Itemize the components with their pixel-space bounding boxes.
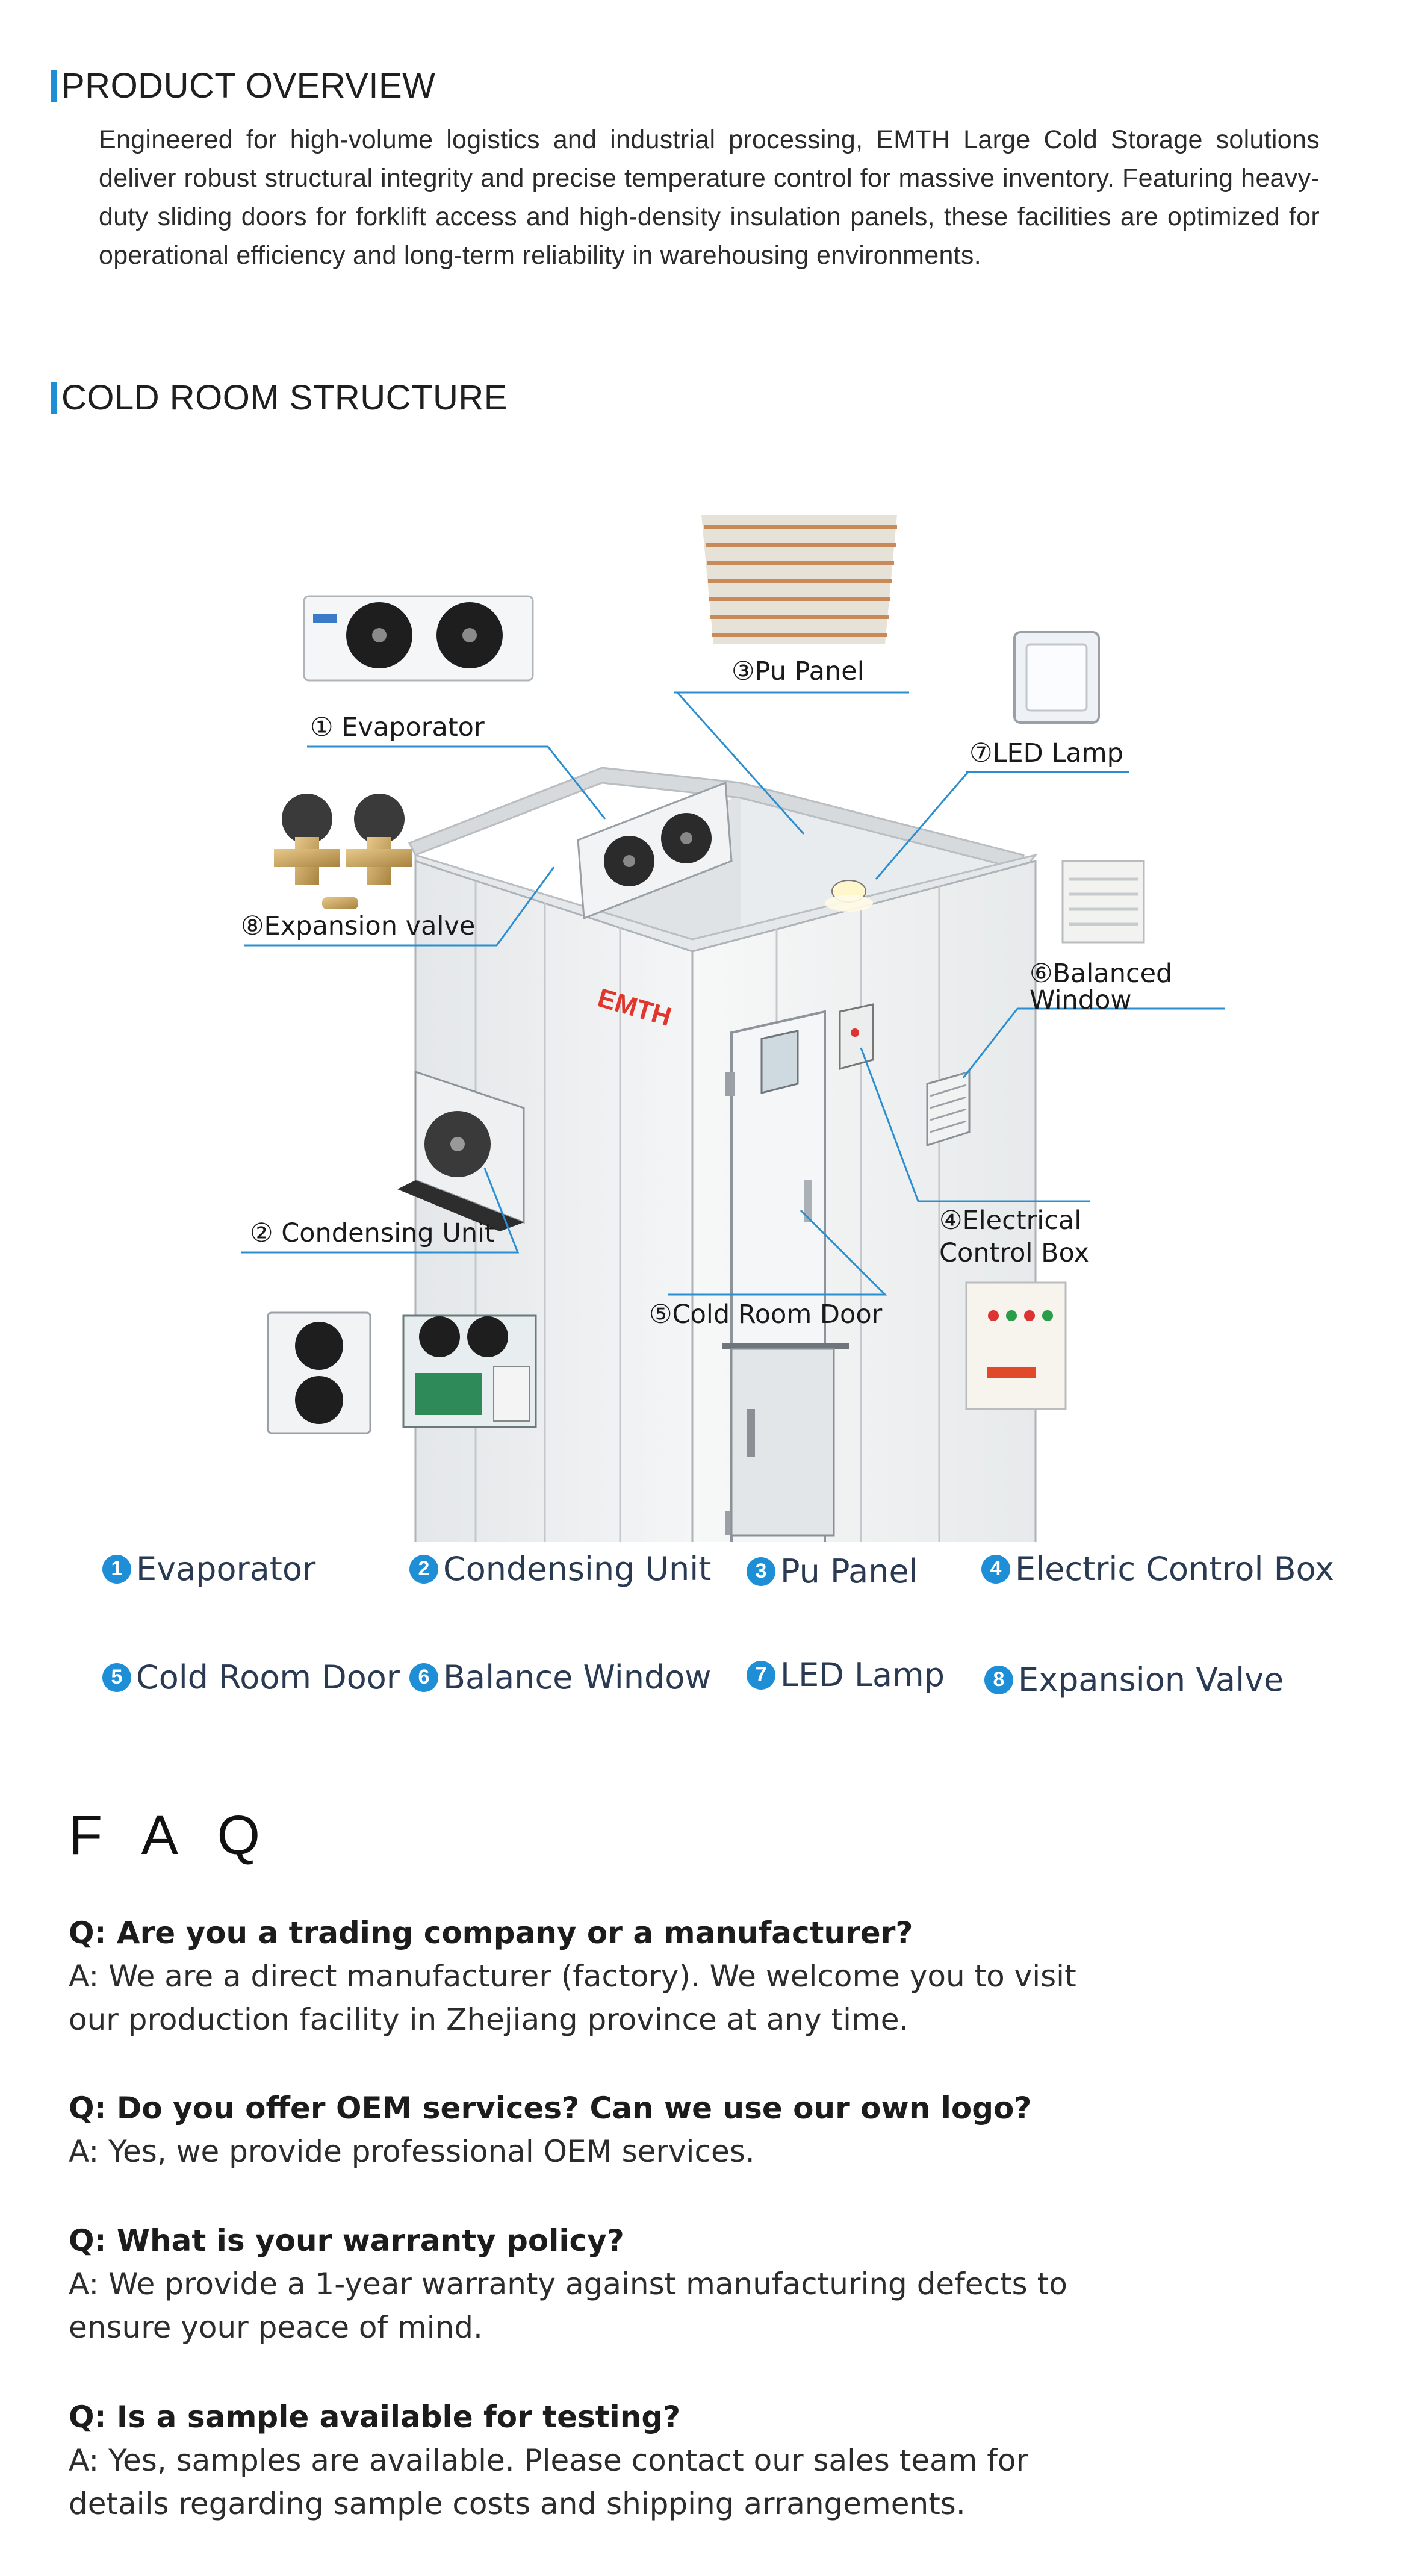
callout-pu-panel: ③Pu Panel: [731, 656, 865, 686]
legend-number-badge: 3: [747, 1557, 775, 1586]
faq-answer: A: We are a direct manufacturer (factory…: [69, 1959, 1076, 2037]
title-accent-bar: [51, 382, 57, 414]
legend-number-badge: 8: [984, 1665, 1013, 1694]
legend-label: Cold Room Door: [136, 1658, 400, 1696]
legend-item-evaporator: 1 Evaporator: [102, 1550, 315, 1588]
legend-number-badge: 6: [409, 1663, 438, 1692]
legend-label: Electric Control Box: [1015, 1550, 1335, 1588]
faq-question: Q: Is a sample available for testing?: [69, 2400, 681, 2434]
faq-answer: A: We provide a 1-year warranty against …: [69, 2266, 1067, 2345]
structure-title-text: COLD ROOM STRUCTURE: [61, 378, 508, 417]
faq-item: Q: Are you a trading company or a manufa…: [69, 1911, 1213, 2041]
legend-label: LED Lamp: [780, 1656, 945, 1694]
legend-number-badge: 2: [409, 1554, 438, 1584]
sliding-door-product-image: [722, 1343, 849, 1537]
faq-answer: A: Yes, we provide professional OEM serv…: [69, 2134, 755, 2169]
legend-item-pu-panel: 3 Pu Panel: [747, 1552, 918, 1590]
legend-label: Expansion Valve: [1018, 1661, 1284, 1699]
legend-item-electric-control-box: 4 Electric Control Box: [981, 1550, 1334, 1588]
pu-panel-product-image: [701, 515, 897, 644]
condensing-unit-at-room: [397, 1070, 525, 1231]
faq-item: Q: Is a sample available for testing? A:…: [69, 2395, 1213, 2525]
legend-item-balance-window: 6 Balance Window: [409, 1658, 711, 1696]
structure-title: COLD ROOM STRUCTURE: [51, 381, 508, 415]
condensing-unit-product-images: [267, 1311, 537, 1434]
faq-title: F A Q: [69, 1805, 274, 1866]
led-lamp-product-image: [1013, 631, 1100, 724]
balanced-window-product-image: [1061, 860, 1145, 944]
callout-condensing-unit: ② Condensing Unit: [250, 1218, 495, 1248]
legend-number-badge: 7: [747, 1660, 775, 1690]
legend-label: Evaporator: [136, 1550, 316, 1588]
callout-expansion-valve: ⑧Expansion valve: [241, 911, 476, 941]
title-accent-bar: [51, 70, 57, 102]
callout-electrical-box: ④Electrical Control Box: [939, 1206, 1090, 1268]
evaporator-product-image: [303, 595, 534, 682]
legend-number-badge: 4: [981, 1554, 1010, 1584]
faq-question: Q: Do you offer OEM services? Can we use…: [69, 2091, 1032, 2126]
electrical-box-on-wall: [839, 1003, 874, 1070]
electrical-box-product-image: [965, 1281, 1067, 1410]
legend-number-badge: 1: [102, 1554, 131, 1584]
callout-cold-room-door: ⑤Cold Room Door: [649, 1299, 883, 1330]
legend-label: Pu Panel: [780, 1552, 918, 1590]
evaporator-unit-in-room: [577, 781, 733, 920]
faq-item: Q: What is your warranty policy? A: We p…: [69, 2219, 1213, 2349]
balanced-window-on-wall: [926, 1071, 971, 1147]
faq-answer: A: Yes, samples are available. Please co…: [69, 2443, 1029, 2521]
overview-title-text: PRODUCT OVERVIEW: [61, 66, 436, 105]
legend-label: Condensing Unit: [443, 1550, 712, 1588]
callout-leader-lines: [241, 691, 1225, 1296]
led-lamp-in-room: [825, 880, 873, 912]
overview-text: Engineered for high-volume logistics and…: [99, 125, 1320, 270]
callout-balanced-window: ⑥Balanced Window: [1030, 959, 1173, 1015]
legend-number-badge: 5: [102, 1663, 131, 1692]
faq-question: Q: What is your warranty policy?: [69, 2223, 624, 2258]
cold-room-diagram: EMTH: [0, 470, 1410, 1542]
legend-item-condensing-unit: 2 Condensing Unit: [409, 1550, 711, 1588]
faq-question: Q: Are you a trading company or a manufa…: [69, 1915, 913, 1950]
overview-title: PRODUCT OVERVIEW: [51, 69, 435, 104]
callout-evaporator: ① Evaporator: [310, 712, 485, 742]
faq-item: Q: Do you offer OEM services? Can we use…: [69, 2086, 1213, 2173]
expansion-valve-product-image: [274, 794, 412, 909]
legend-item-led-lamp: 7 LED Lamp: [747, 1656, 945, 1694]
legend-item-cold-room-door: 5 Cold Room Door: [102, 1658, 400, 1696]
legend-label: Balance Window: [443, 1658, 712, 1696]
cold-room-illustration: EMTH: [241, 515, 1225, 1542]
callout-led-lamp: ⑦LED Lamp: [969, 738, 1123, 768]
legend-item-expansion-valve: 8 Expansion Valve: [984, 1661, 1284, 1699]
